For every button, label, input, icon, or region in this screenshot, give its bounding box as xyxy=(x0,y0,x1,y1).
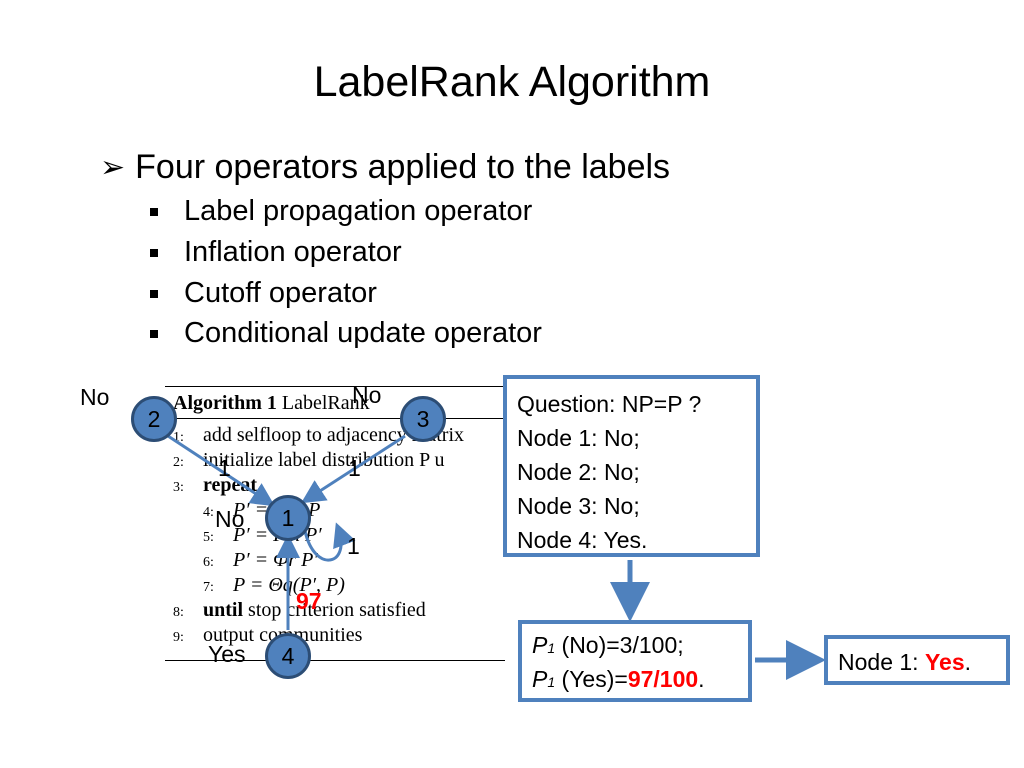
result-value: Yes xyxy=(924,649,965,675)
line-number: 6: xyxy=(203,555,214,570)
node-answer-line: Node 3: No; xyxy=(517,493,640,519)
algorithm-header: Algorithm 1 LabelRank xyxy=(173,392,370,415)
line-keyword: until xyxy=(203,599,244,621)
line-text: stop criterion satisfied xyxy=(243,599,426,621)
bottom-rule xyxy=(165,660,505,661)
prob-yes-end: . xyxy=(698,666,705,692)
sub-bullet: Cutoff operator xyxy=(150,277,377,310)
sub-bullet-text: Label propagation operator xyxy=(184,195,533,227)
line-number: 8: xyxy=(173,605,184,620)
node-answer-line: Node 4: Yes. xyxy=(517,527,648,553)
prob-symbol: P xyxy=(532,666,548,692)
sub-bullet-text: Inflation operator xyxy=(184,236,402,268)
node-3-label: No xyxy=(352,382,382,408)
algorithm-line: 3: repeat xyxy=(173,474,257,497)
node-4-label: Yes xyxy=(208,641,246,667)
result-prefix: Node 1: xyxy=(838,649,925,675)
line-number: 4: xyxy=(203,505,214,520)
line-number: 3: xyxy=(173,480,184,495)
graph-node-4: 4 xyxy=(265,633,311,679)
edge-4-1-weight: 97 xyxy=(296,588,322,614)
header-rule xyxy=(165,418,505,419)
result-box: Node 1: Yes. xyxy=(824,635,1010,685)
node-answer-line: Node 1: No; xyxy=(517,425,640,451)
sub-bullet: Label propagation operator xyxy=(150,195,532,228)
sub-bullet: Conditional update operator xyxy=(150,317,542,350)
sub-bullet-text: Cutoff operator xyxy=(184,277,377,309)
line-number: 9: xyxy=(173,630,184,645)
slide-title: LabelRank Algorithm xyxy=(313,58,711,106)
result-suffix: . xyxy=(964,649,971,675)
algorithm-line: 8: until stop criterion satisfied xyxy=(173,599,426,622)
algorithm-header-name: LabelRank xyxy=(281,392,370,414)
edge-3-to-1 xyxy=(300,434,406,504)
edge-2-1-weight: 1 xyxy=(218,455,231,481)
line-number: 7: xyxy=(203,580,214,595)
sub-bullet-text: Conditional update operator xyxy=(184,317,542,349)
main-bullet: ➢ Four operators applied to the labels xyxy=(100,148,670,187)
line-number: 1: xyxy=(173,430,184,445)
square-bullet-icon xyxy=(150,289,158,298)
prob-no-line: P1 (No)=3/100; xyxy=(532,630,738,664)
probability-box: P1 (No)=3/100; P1 (Yes)=97/100. xyxy=(518,620,752,702)
question-box: Question: NP=P ? Node 1: No; Node 2: No;… xyxy=(503,375,760,557)
node-answer-line: Node 2: No; xyxy=(517,459,640,485)
line-keyword: repeat xyxy=(203,474,258,496)
sub-bullet: Inflation operator xyxy=(150,236,402,269)
graph-node-1: 1 xyxy=(265,495,311,541)
node-1-label: No xyxy=(215,506,245,532)
prob-no-text: (No)=3/100; xyxy=(555,632,684,658)
edge-3-1-weight: 1 xyxy=(348,455,361,481)
line-number: 2: xyxy=(173,455,184,470)
top-rule xyxy=(165,386,505,387)
prob-yes-line: P1 (Yes)=97/100. xyxy=(532,664,738,698)
line-number: 5: xyxy=(203,530,214,545)
prob-subscript: 1 xyxy=(547,640,556,656)
square-bullet-icon xyxy=(150,248,158,257)
node-2-label: No xyxy=(80,384,110,410)
graph-node-3: 3 xyxy=(400,396,446,442)
algorithm-header-bold: Algorithm 1 xyxy=(173,392,277,414)
edge-2-to-1 xyxy=(167,434,276,507)
arrow-bullet-icon: ➢ xyxy=(100,151,126,184)
self-loop-weight: 1 xyxy=(347,533,360,559)
square-bullet-icon xyxy=(150,207,158,216)
prob-yes-value: 97/100 xyxy=(627,666,699,692)
main-bullet-text: Four operators applied to the labels xyxy=(135,148,671,186)
line-text: initialize label distribution P u xyxy=(203,449,445,471)
prob-symbol: P xyxy=(532,632,548,658)
question-line: Question: NP=P ? xyxy=(517,391,702,417)
prob-subscript: 1 xyxy=(547,674,556,690)
algorithm-line: 2: initialize label distribution P u xyxy=(173,449,444,472)
prob-yes-text: (Yes)= xyxy=(555,666,628,692)
graph-node-2: 2 xyxy=(131,396,177,442)
square-bullet-icon xyxy=(150,329,158,338)
self-loop-1 xyxy=(303,522,356,562)
